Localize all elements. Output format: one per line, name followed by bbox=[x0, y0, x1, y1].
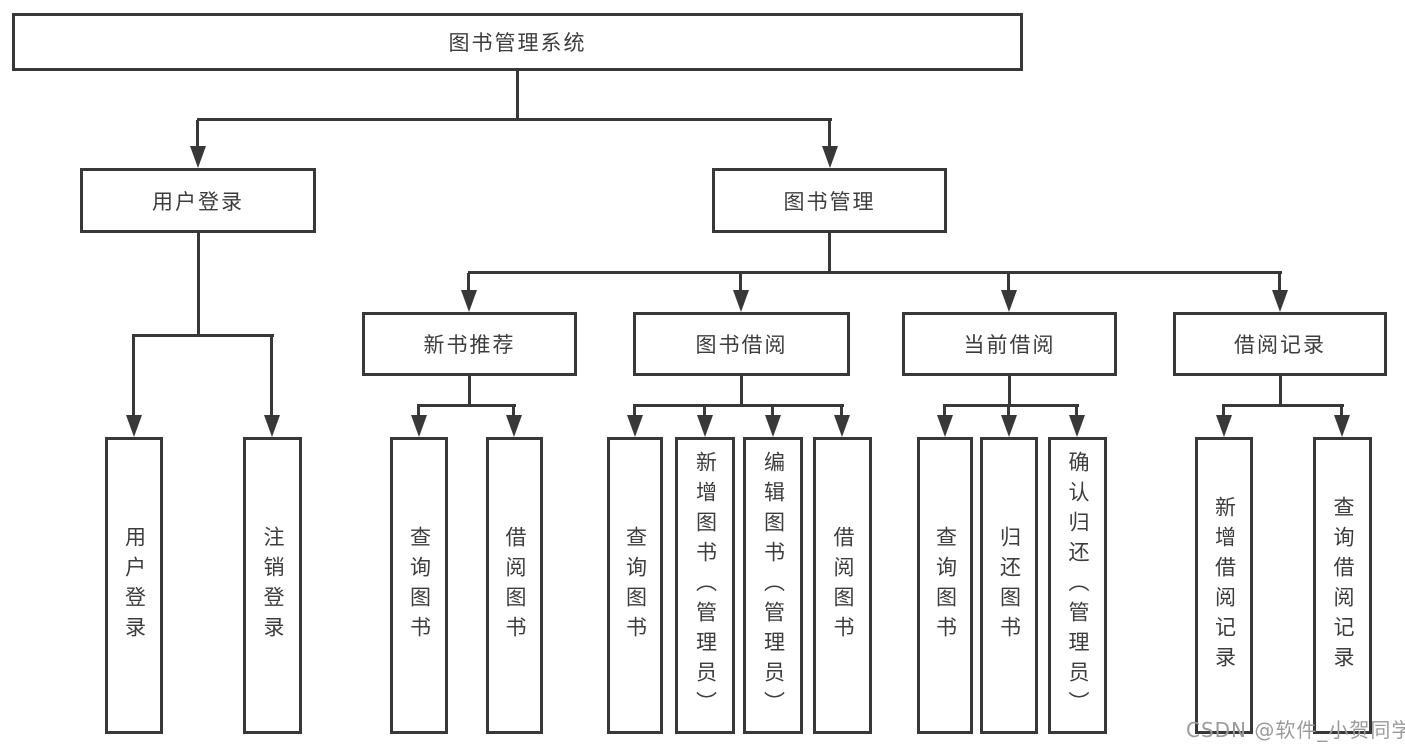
leaf-label: 用户登录 bbox=[122, 525, 147, 646]
arrowhead-icon bbox=[834, 415, 850, 437]
connector-arrow-shaft bbox=[1278, 273, 1281, 290]
arrowhead-icon bbox=[126, 415, 142, 437]
connector-mgmt-horizontal bbox=[468, 271, 1282, 274]
connector-arrow-shaft bbox=[1222, 406, 1225, 415]
connector-recommend-vertical bbox=[468, 376, 471, 406]
leaf-add-books-admin: 新增图书（管理员） bbox=[675, 437, 735, 734]
leaf-query-borrow-record: 查询借阅记录 bbox=[1313, 437, 1372, 734]
arrowhead-icon bbox=[627, 415, 643, 437]
arrowhead-icon bbox=[1272, 290, 1288, 312]
connector-root-vertical bbox=[516, 70, 519, 120]
node-new-book-recommend: 新书推荐 bbox=[362, 312, 577, 376]
node-label: 图书借阅 bbox=[695, 333, 788, 357]
connector-login-vertical bbox=[197, 233, 200, 336]
leaf-query-books-borrowing: 查询图书 bbox=[607, 437, 663, 734]
leaf-label: 借阅图书 bbox=[503, 525, 528, 646]
leaf-label: 查询图书 bbox=[407, 525, 432, 646]
node-library-system: 图书管理系统 bbox=[12, 13, 1023, 71]
connector-arrow-shaft bbox=[739, 273, 742, 290]
connector-login-horizontal bbox=[132, 334, 274, 337]
leaf-label: 确认归还（管理员） bbox=[1066, 450, 1091, 721]
leaf-label: 新增图书（管理员） bbox=[693, 450, 718, 721]
arrowhead-icon bbox=[1001, 415, 1017, 437]
node-label: 当前借阅 bbox=[963, 333, 1056, 357]
node-book-borrowing: 图书借阅 bbox=[633, 312, 850, 376]
arrowhead-icon bbox=[411, 415, 427, 437]
connector-arrow-shaft bbox=[943, 406, 946, 415]
connector-arrow-shaft bbox=[703, 406, 706, 415]
connector-current-horizontal bbox=[943, 404, 1079, 407]
connector-root-horizontal bbox=[197, 118, 832, 121]
leaf-add-borrow-record: 新增借阅记录 bbox=[1195, 437, 1253, 734]
leaf-user-login: 用户登录 bbox=[105, 437, 163, 734]
connector-borrowing-vertical bbox=[740, 376, 743, 406]
connector-arrow-shaft bbox=[417, 406, 420, 415]
node-label: 图书管理 bbox=[783, 189, 876, 214]
node-book-management: 图书管理 bbox=[712, 168, 947, 233]
arrowhead-icon bbox=[822, 146, 838, 168]
leaf-label: 编辑图书（管理员） bbox=[761, 450, 786, 721]
connector-records-vertical bbox=[1279, 376, 1282, 406]
leaf-label: 注销登录 bbox=[261, 525, 286, 646]
connector-arrow-shaft bbox=[132, 336, 135, 415]
leaf-return-books: 归还图书 bbox=[980, 437, 1038, 734]
connector-arrow-shaft bbox=[1007, 273, 1010, 290]
arrowhead-icon bbox=[461, 290, 477, 312]
leaf-edit-books-admin: 编辑图书（管理员） bbox=[743, 437, 803, 734]
connector-arrow-shaft bbox=[512, 406, 515, 415]
arrowhead-icon bbox=[733, 290, 749, 312]
connector-records-horizontal bbox=[1222, 404, 1344, 407]
leaf-query-books-current: 查询图书 bbox=[917, 437, 973, 734]
node-label: 借阅记录 bbox=[1234, 333, 1326, 357]
connector-arrow-shaft bbox=[771, 406, 774, 415]
node-user-login: 用户登录 bbox=[80, 168, 316, 233]
connector-arrow-shaft bbox=[633, 406, 636, 415]
arrowhead-icon bbox=[1216, 415, 1232, 437]
connector-arrow-shaft bbox=[196, 120, 199, 146]
connector-borrowing-horizontal bbox=[633, 404, 844, 407]
connector-arrow-shaft bbox=[828, 120, 831, 146]
leaf-borrow-books-recommend: 借阅图书 bbox=[486, 437, 543, 734]
arrowhead-icon bbox=[1334, 415, 1350, 437]
leaf-label: 借阅图书 bbox=[831, 525, 856, 646]
connector-arrow-shaft bbox=[1340, 406, 1343, 415]
leaf-label: 查询图书 bbox=[933, 525, 958, 646]
node-label: 图书管理系统 bbox=[448, 31, 587, 55]
connector-arrow-shaft bbox=[840, 406, 843, 415]
connector-arrow-shaft bbox=[1007, 406, 1010, 415]
connector-recommend-horizontal bbox=[417, 404, 516, 407]
leaf-confirm-return-admin: 确认归还（管理员） bbox=[1048, 437, 1107, 734]
connector-arrow-shaft bbox=[270, 336, 273, 415]
connector-mgmt-vertical bbox=[828, 233, 831, 274]
leaf-logout: 注销登录 bbox=[243, 437, 302, 734]
leaf-borrow-books-borrowing: 借阅图书 bbox=[813, 437, 872, 734]
leaf-label: 归还图书 bbox=[997, 525, 1022, 646]
leaf-label: 新增借阅记录 bbox=[1212, 495, 1237, 676]
arrowhead-icon bbox=[765, 415, 781, 437]
node-borrowing-records: 借阅记录 bbox=[1173, 312, 1387, 376]
arrowhead-icon bbox=[506, 415, 522, 437]
leaf-query-books-recommend: 查询图书 bbox=[390, 437, 448, 734]
node-current-borrowing: 当前借阅 bbox=[902, 312, 1117, 376]
arrowhead-icon bbox=[190, 146, 206, 168]
arrowhead-icon bbox=[1001, 290, 1017, 312]
node-label: 新书推荐 bbox=[423, 333, 516, 357]
connector-current-vertical bbox=[1008, 376, 1011, 406]
watermark-text: CSDN @软件_小贺同学 bbox=[1186, 718, 1405, 742]
leaf-label: 查询借阅记录 bbox=[1331, 495, 1356, 676]
leaf-label: 查询图书 bbox=[623, 525, 648, 646]
node-label: 用户登录 bbox=[152, 189, 244, 214]
arrowhead-icon bbox=[937, 415, 953, 437]
arrowhead-icon bbox=[1069, 415, 1085, 437]
connector-arrow-shaft bbox=[1075, 406, 1078, 415]
arrowhead-icon bbox=[264, 415, 280, 437]
connector-arrow-shaft bbox=[467, 273, 470, 290]
arrowhead-icon bbox=[697, 415, 713, 437]
